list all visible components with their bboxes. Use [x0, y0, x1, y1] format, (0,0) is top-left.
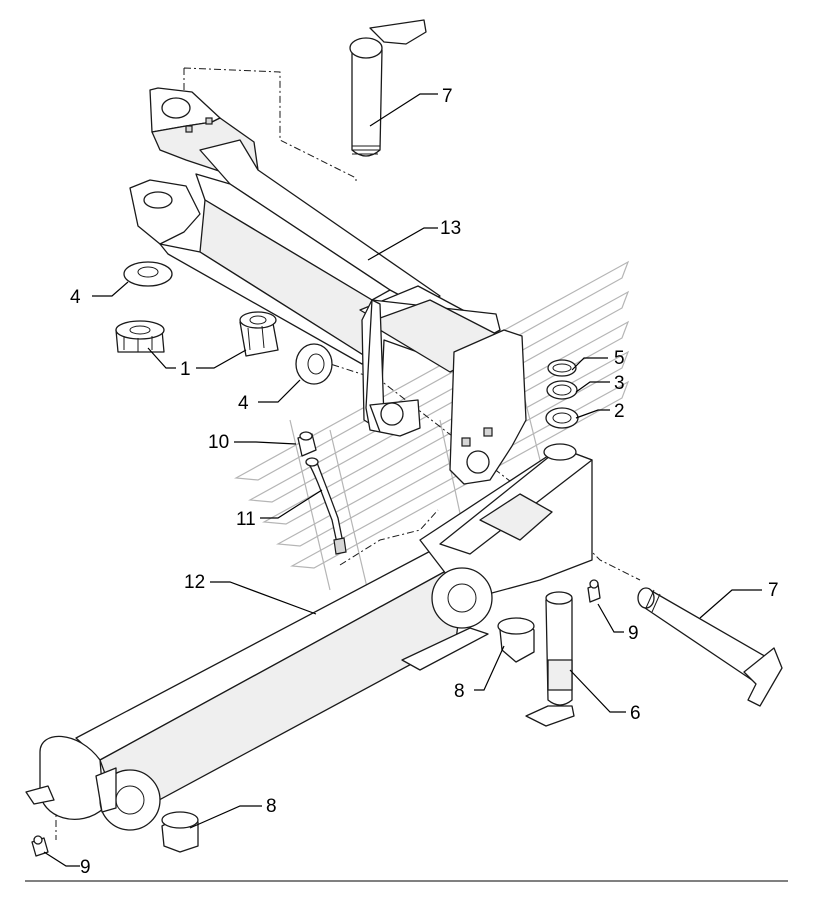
spacer-part-3: [546, 380, 578, 400]
callout-4-right: 4: [238, 393, 249, 414]
fitting-part-10: [297, 431, 317, 457]
pin-part-6: [525, 591, 575, 727]
callout-13: 13: [440, 218, 461, 239]
bushing-part-8-left: [161, 811, 199, 853]
lower-boom-part-12: [25, 443, 593, 831]
ring-part-5: [547, 359, 577, 377]
callout-8-right: 8: [454, 681, 465, 702]
callout-labels: 7 13 4 1 4 5 3 2 10 11 12 7 9 8 6 8 9: [70, 86, 779, 878]
callout-4-left: 4: [70, 287, 81, 308]
callout-7-right: 7: [768, 580, 779, 601]
callout-2: 2: [614, 401, 625, 422]
upper-boom-part-13: [129, 87, 527, 485]
callout-1: 1: [180, 359, 191, 380]
leader-lines: [43, 93, 762, 867]
callout-9-left: 9: [80, 857, 91, 878]
hose-part-11: [305, 457, 347, 555]
washer-part-4-left: [123, 261, 173, 287]
pin-part-7-right: [637, 587, 783, 707]
callout-12: 12: [184, 572, 205, 593]
callout-9-right: 9: [628, 623, 639, 644]
callout-5: 5: [614, 348, 625, 369]
callout-3: 3: [614, 373, 625, 394]
washer-part-4-right: [295, 343, 333, 385]
bushing-part-8-right: [497, 617, 535, 663]
spacer-part-2: [545, 407, 579, 429]
pin-part-7-top: [349, 19, 427, 157]
callout-6: 6: [630, 703, 641, 724]
callout-8-left: 8: [266, 796, 277, 817]
castle-nut-part-1-right: [239, 311, 279, 357]
callout-10: 10: [208, 432, 229, 453]
grease-nipple-part-9-left: [31, 835, 49, 857]
callout-11: 11: [236, 509, 256, 530]
grease-nipple-part-9-right: [587, 579, 601, 603]
castle-nut-part-1-left: [115, 320, 165, 353]
callout-7-top: 7: [442, 86, 453, 107]
